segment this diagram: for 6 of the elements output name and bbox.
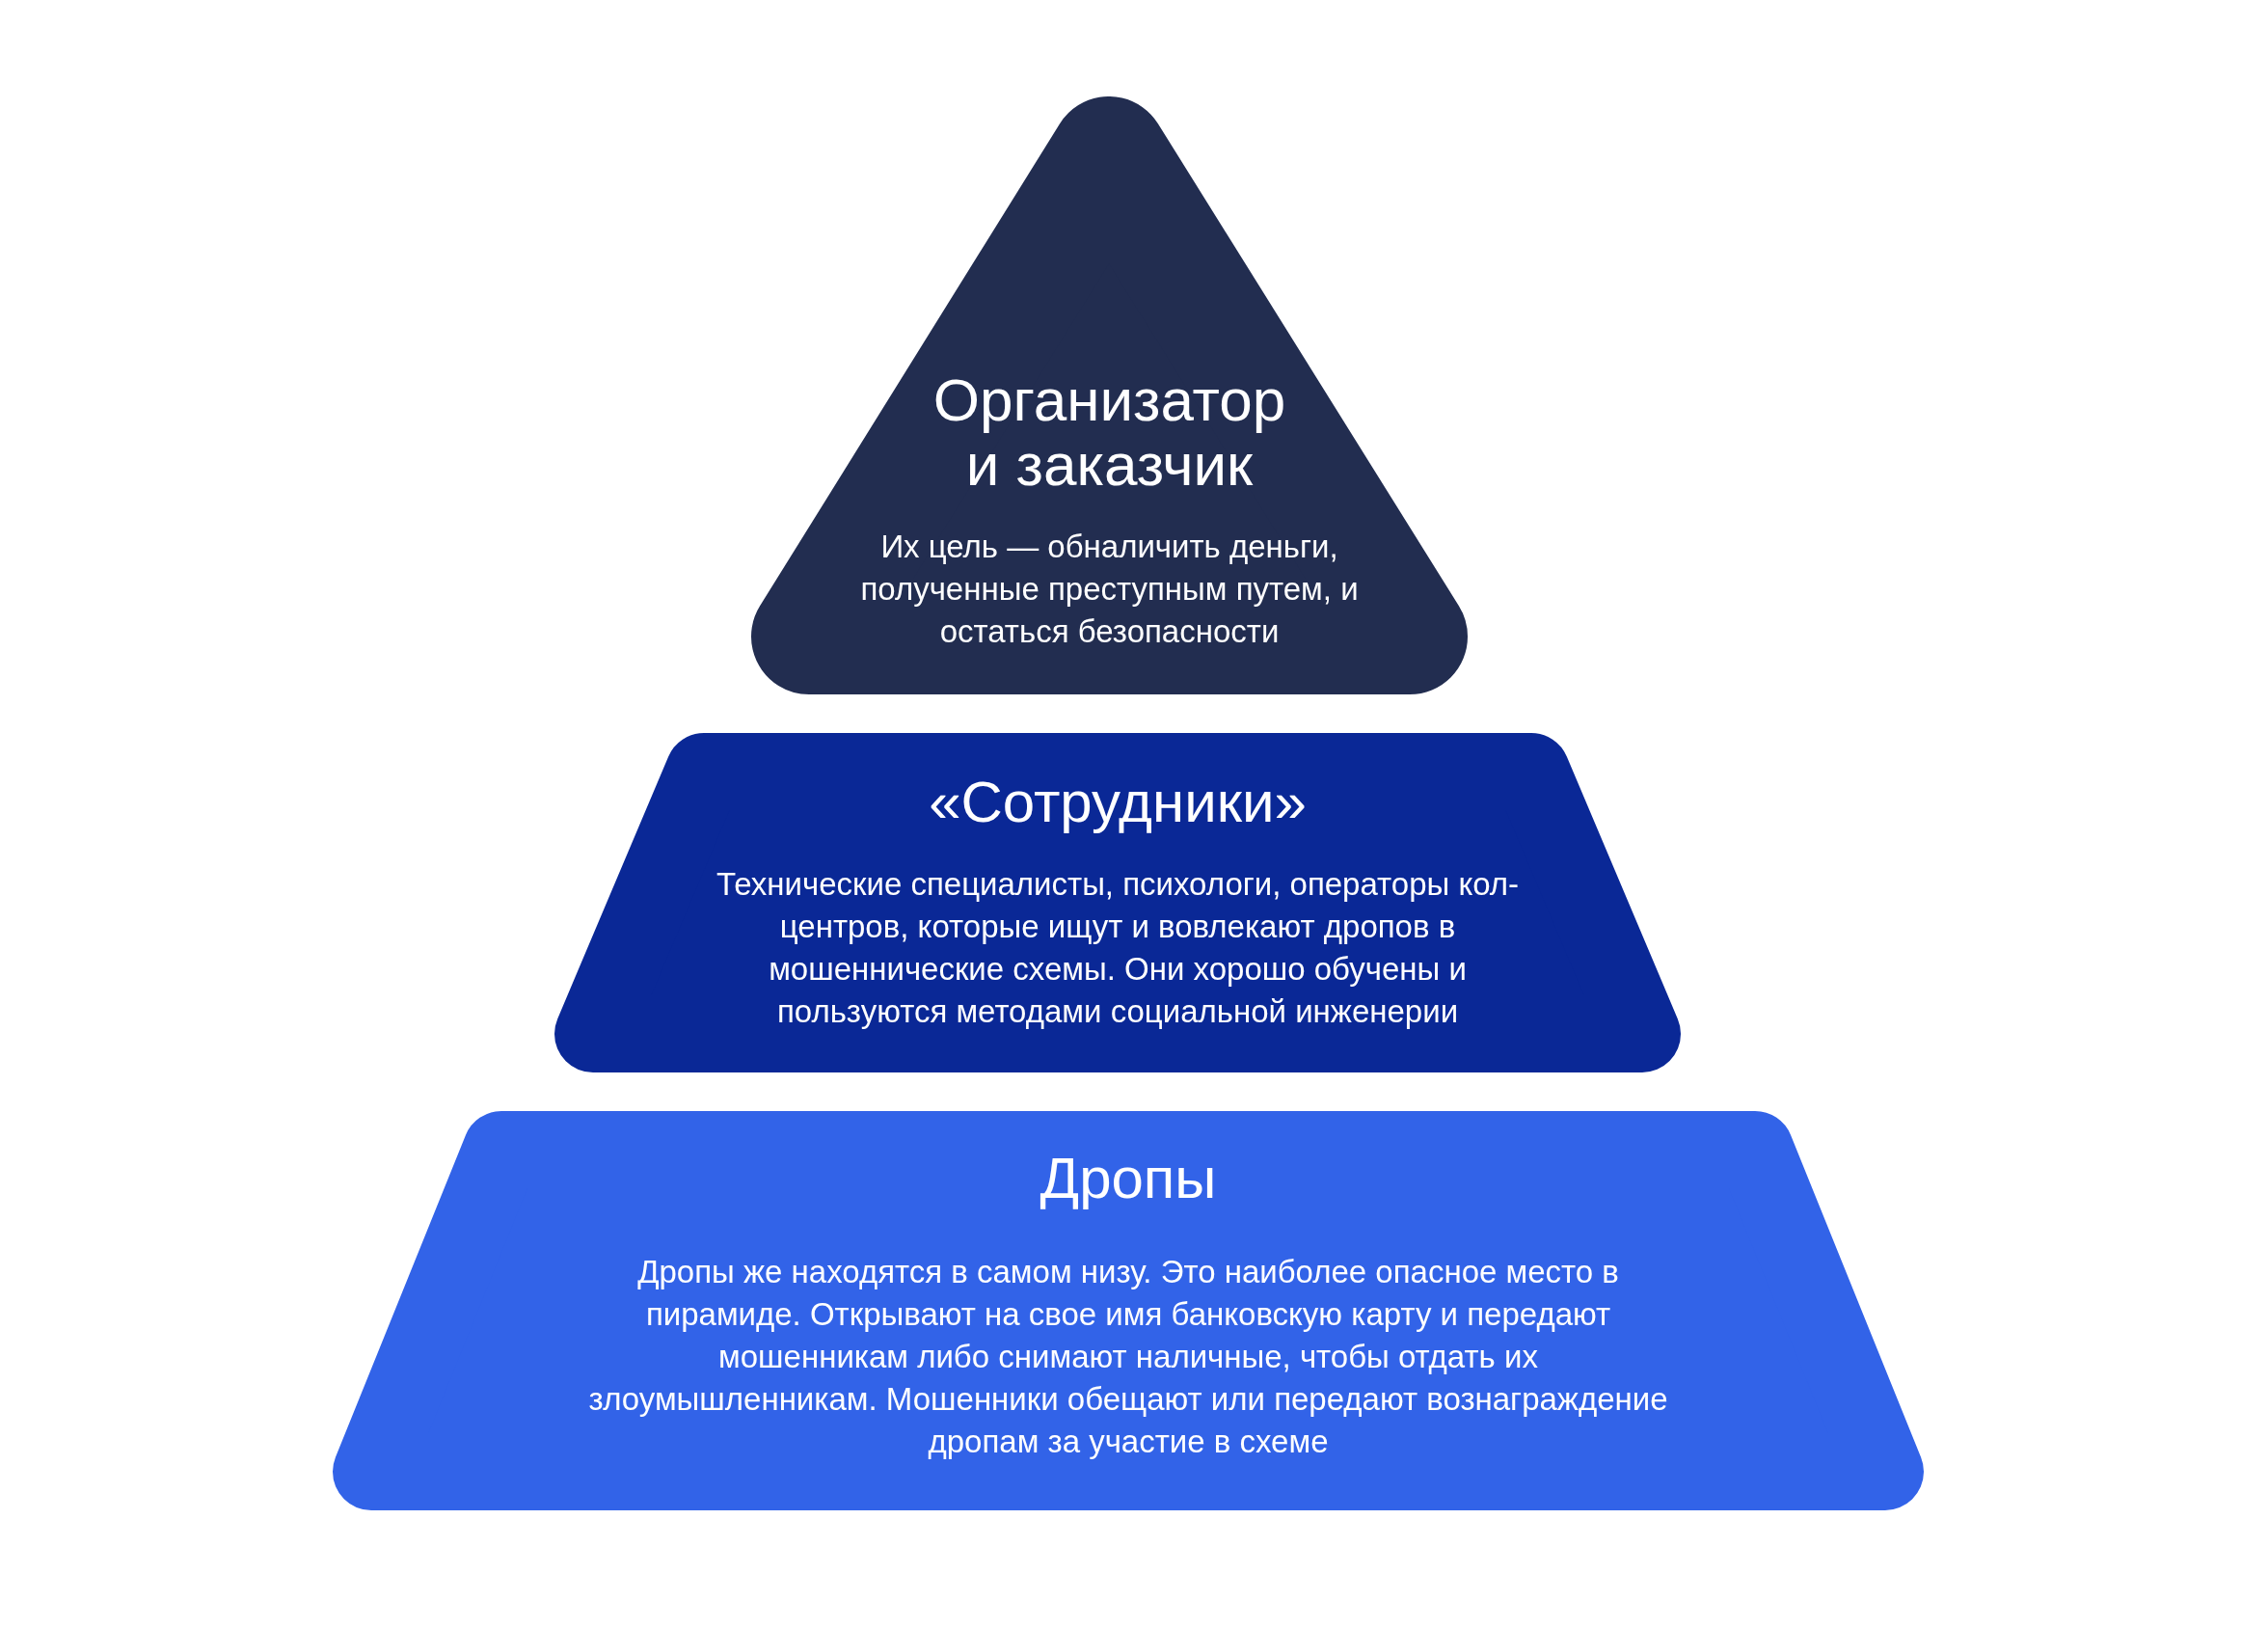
tier-description: Технические специалисты, психологи, операторы кол-центров, которые ищут и вовлекают дропов в мошеннические схемы. Они хорошо обучены и пользуются методами социальной инженерии [715,865,1521,1031]
tier-description: Дропы же находятся в самом низу. Это наиболее опасное место в пирамиде. Открывают на свое имя банковскую карту и передают мошенникам либо снимают наличные, чтобы отдать их злоумышленникам. Мошенники обещают или передают вознаграждение дропам за участие в схеме [587,1253,1669,1461]
tier-heading: Дропы [1039,1148,1218,1210]
tier-heading: Организатор и заказчик [932,368,1287,498]
tier-description: Их цель — обналичить деньги, полученные преступным путем, и остаться безопасности [859,528,1360,651]
tier-heading: «Сотрудники» [928,772,1308,834]
